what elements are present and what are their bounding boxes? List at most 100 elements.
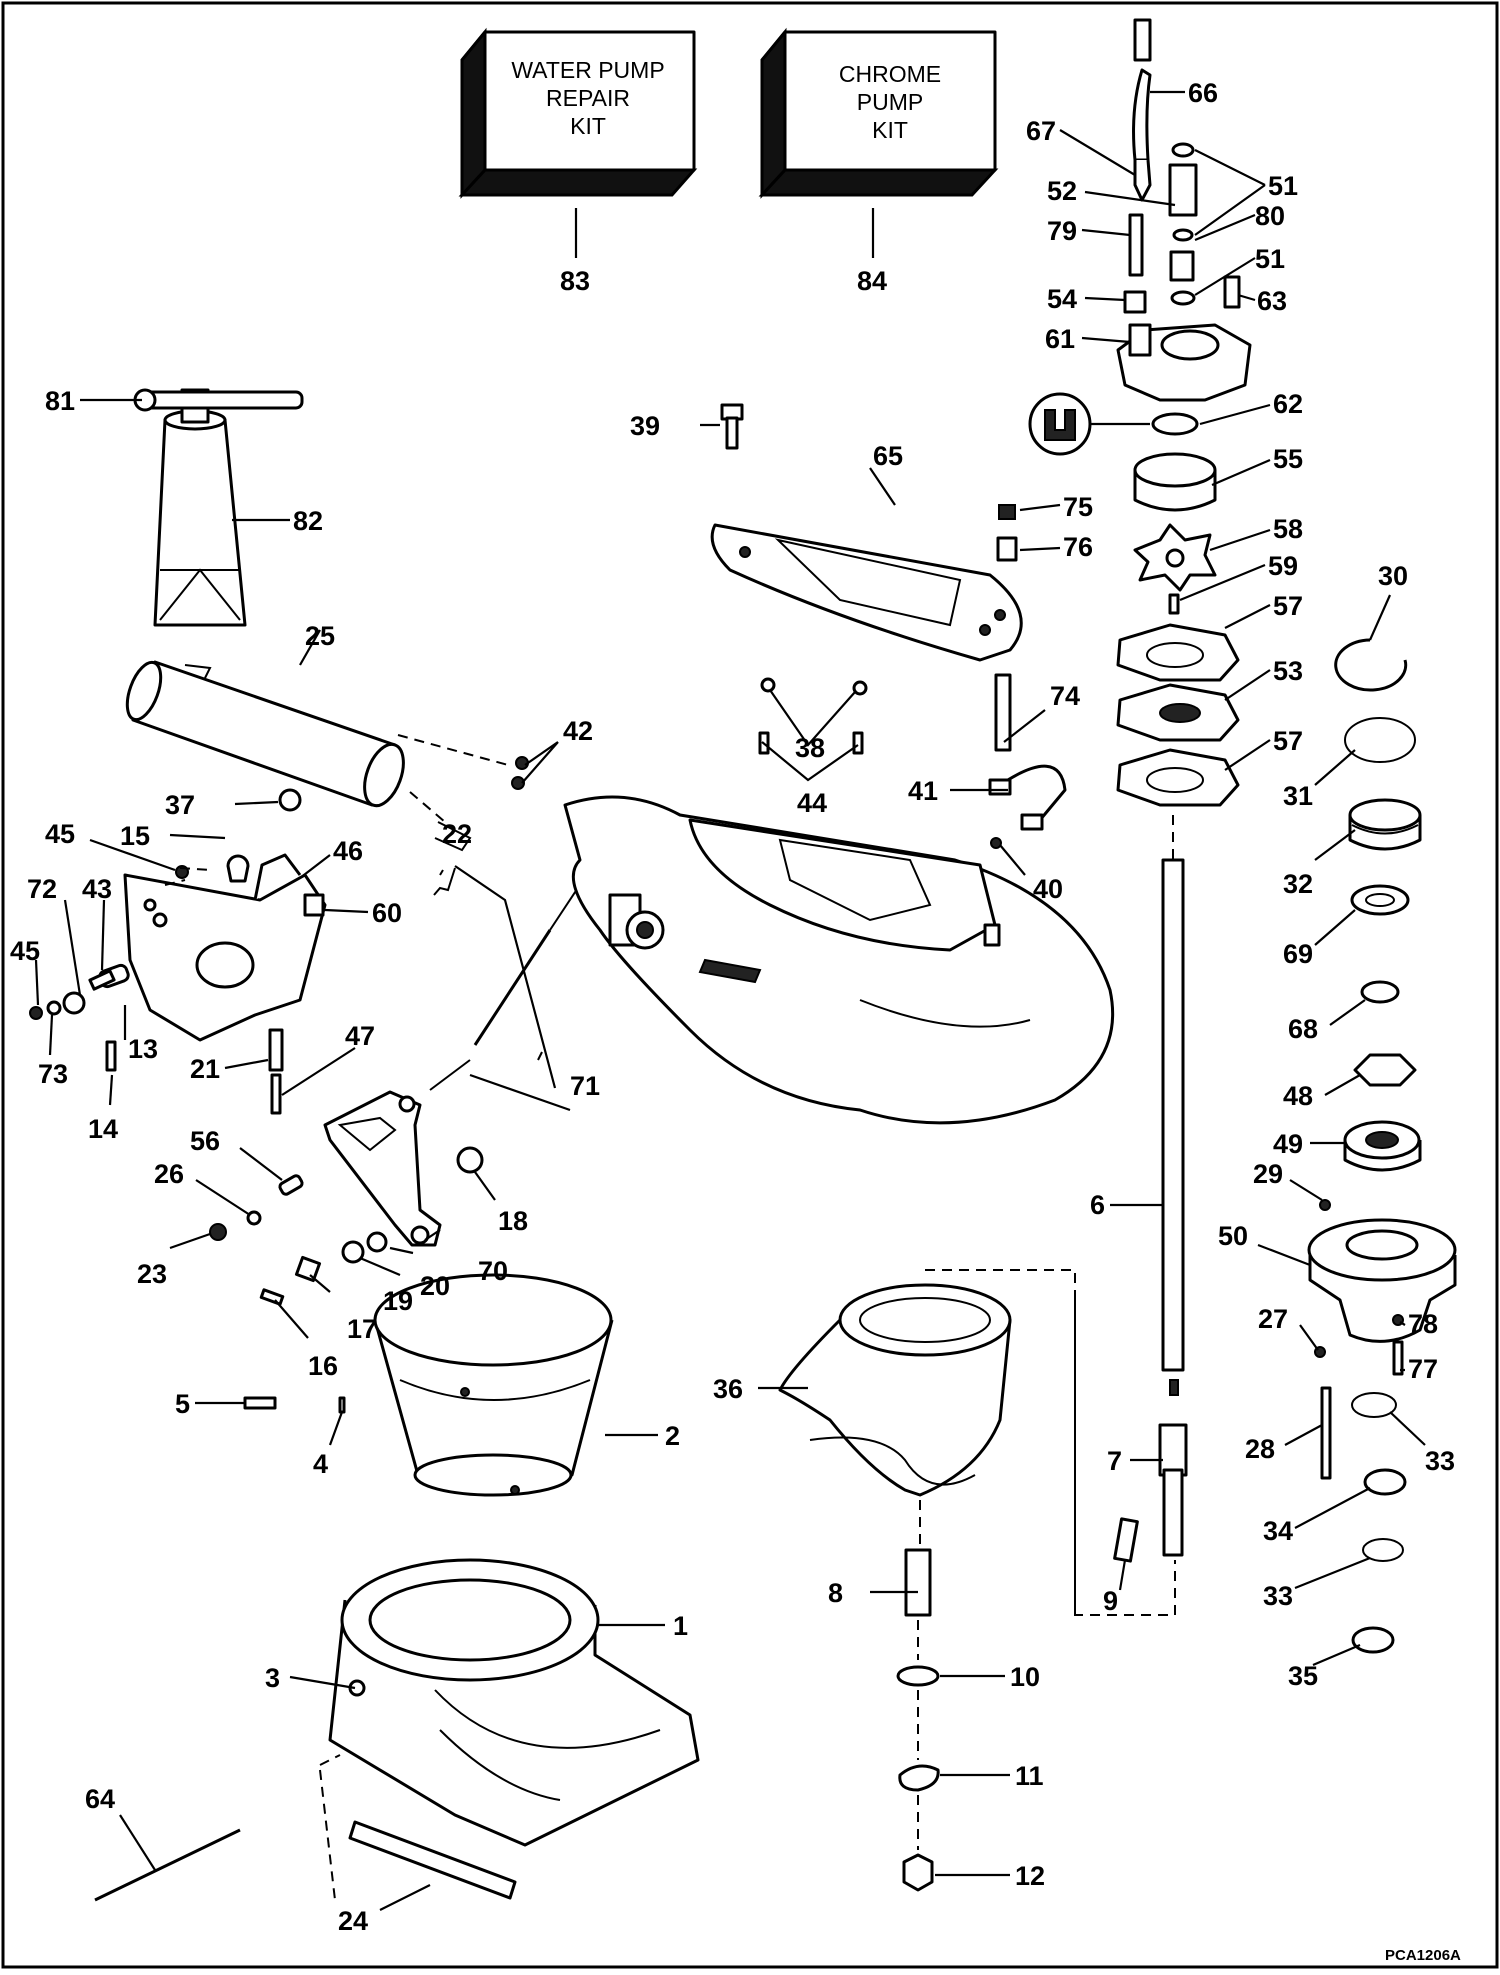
callout-33-a: 33	[1425, 1446, 1455, 1476]
seal-part-69	[1350, 884, 1410, 916]
screw-part-47	[270, 1073, 282, 1115]
tube-part-66-top	[1133, 18, 1152, 62]
water-pump-kit-line-2: REPAIR	[546, 85, 630, 111]
callout-10: 10	[1010, 1662, 1040, 1692]
rod-part-64	[94, 1828, 241, 1902]
pump-housing	[563, 795, 1115, 1125]
bolt-part-39-shank	[725, 416, 739, 450]
callout-75: 75	[1063, 492, 1093, 522]
callout-6: 6	[1090, 1190, 1105, 1220]
washer-part-19	[341, 1240, 365, 1264]
bearing-part-49	[1343, 1120, 1422, 1172]
callout-72: 72	[27, 874, 57, 904]
callout-19: 19	[383, 1286, 413, 1316]
chrome-pump-kit-box: CHROME PUMP KIT	[758, 27, 999, 199]
callout-55: 55	[1273, 444, 1303, 474]
impeller-part-58	[1133, 523, 1217, 592]
callout-78: 78	[1408, 1309, 1438, 1339]
screw-part-77	[1392, 1340, 1404, 1376]
callout-34: 34	[1263, 1516, 1293, 1546]
callout-69: 69	[1283, 939, 1313, 969]
callout-17: 17	[347, 1314, 377, 1344]
callout-51-b: 51	[1255, 244, 1285, 274]
callout-65: 65	[873, 441, 903, 471]
oring-part-51-b	[1172, 228, 1194, 242]
callout-44: 44	[797, 788, 827, 818]
callout-20: 20	[420, 1271, 450, 1301]
seal-part-32	[1348, 798, 1422, 851]
washer-part-72	[62, 991, 86, 1015]
tab-washer-part-11	[898, 1764, 940, 1792]
callout-45-a: 45	[45, 819, 75, 849]
callout-82: 82	[293, 506, 323, 536]
callout-53: 53	[1273, 656, 1303, 686]
callout-27: 27	[1258, 1304, 1288, 1334]
callout-64: 64	[85, 1784, 115, 1814]
nozzle-ring-part-2	[373, 1273, 614, 1497]
screw-part-5	[243, 1396, 277, 1410]
jet-impeller-part-36	[778, 1283, 1012, 1497]
fitting-part-40	[990, 837, 1002, 849]
tube-part-52	[1168, 163, 1198, 217]
spring-part-56	[278, 1174, 304, 1196]
callout-7: 7	[1107, 1446, 1122, 1476]
pump-housing-part-61	[1116, 323, 1252, 402]
key-part-9	[1113, 1517, 1139, 1563]
callout-63: 63	[1257, 286, 1287, 316]
callout-40: 40	[1033, 874, 1063, 904]
callout-35: 35	[1288, 1661, 1318, 1691]
callout-15: 15	[120, 821, 150, 851]
callout-16: 16	[308, 1351, 338, 1381]
callout-46: 46	[333, 836, 363, 866]
callout-47: 47	[345, 1021, 375, 1051]
callout-13: 13	[128, 1034, 158, 1064]
washer-part-38-a	[760, 677, 776, 693]
callout-74: 74	[1050, 681, 1080, 711]
water-pump-kit-line-3: KIT	[570, 113, 606, 139]
callout-labels: 83 84 66 67 51 52 80 79 51 54 63 61 62 5…	[10, 78, 1461, 1964]
ring-part-33-a	[1351, 1392, 1397, 1418]
gasket-part-57-b	[1116, 748, 1240, 807]
fitting-part-41	[988, 778, 1012, 796]
callout-52: 52	[1047, 176, 1077, 206]
grommet-part-54	[1123, 290, 1147, 314]
callout-18: 18	[498, 1206, 528, 1236]
callout-24: 24	[338, 1906, 368, 1936]
sleeve-part-8	[904, 1548, 932, 1617]
callout-26: 26	[154, 1159, 184, 1189]
oring-part-51-a	[1171, 142, 1195, 158]
nut-part-17	[294, 1255, 322, 1283]
water-pump-repair-kit-box: WATER PUMP REPAIR KIT	[458, 27, 698, 199]
callout-68: 68	[1288, 1014, 1318, 1044]
seal-part-34	[1363, 1468, 1407, 1496]
callout-11: 11	[1015, 1761, 1044, 1791]
tube-part-25	[125, 660, 405, 808]
callout-30: 30	[1378, 561, 1408, 591]
callout-54: 54	[1047, 284, 1077, 314]
callout-80: 80	[1255, 201, 1285, 231]
callout-57-b: 57	[1273, 726, 1303, 756]
callout-9: 9	[1103, 1586, 1118, 1616]
impeller-housing-part-55	[1133, 452, 1217, 512]
callout-36: 36	[713, 1374, 743, 1404]
nut-part-42-b	[511, 776, 525, 790]
nut-part-45-bottom	[29, 1006, 43, 1020]
callout-3: 3	[265, 1663, 280, 1693]
oring-part-51-c	[1170, 290, 1196, 306]
seal-part-35	[1351, 1626, 1395, 1654]
bearing-housing-part-50	[1307, 1218, 1457, 1343]
retaining-ring-part-30	[1334, 638, 1408, 692]
seal-detail-62	[1028, 392, 1092, 456]
callout-84: 84	[857, 266, 887, 296]
callout-39: 39	[630, 411, 660, 441]
lever-plate-part-70	[323, 1090, 442, 1247]
screw-part-14	[105, 1040, 117, 1072]
callout-21: 21	[190, 1054, 220, 1084]
callout-48: 48	[1283, 1081, 1313, 1111]
oring-part-31	[1344, 717, 1416, 763]
callout-38: 38	[795, 733, 825, 763]
callout-31: 31	[1283, 781, 1313, 811]
